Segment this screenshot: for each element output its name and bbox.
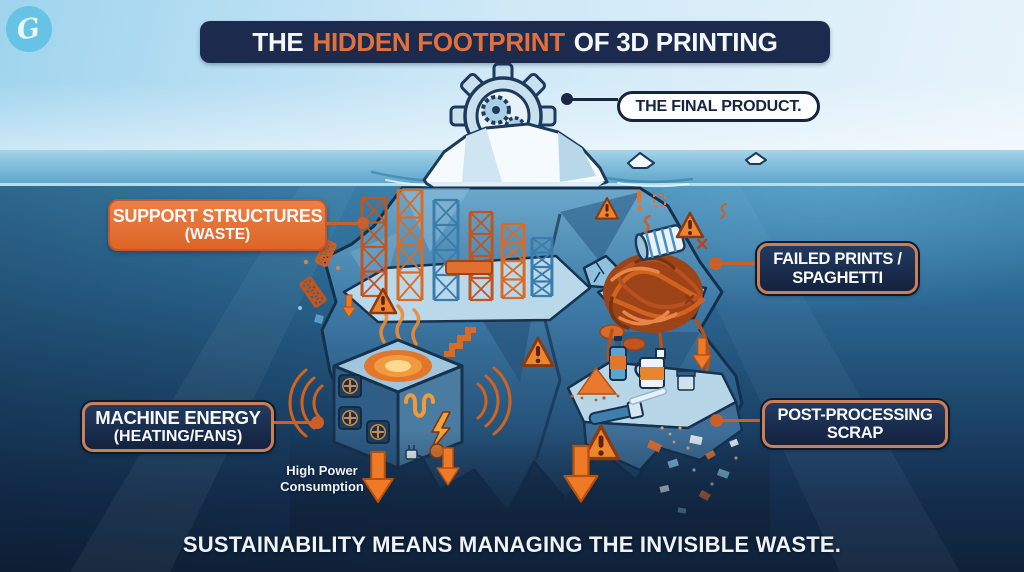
- support-structures-connector-line: [327, 222, 363, 225]
- failed-prints-connector-line: [716, 262, 757, 265]
- logo: G: [6, 6, 52, 52]
- machine-energy-connector-line: [274, 421, 318, 424]
- footer-caption: SUSTAINABILITY MEANS MANAGING THE INVISI…: [182, 532, 842, 557]
- failed-prints-line2: SPAGHETTI: [792, 268, 883, 287]
- post-processing-label: POST-PROCESSING SCRAP: [762, 400, 948, 448]
- machine-energy-line1: MACHINE ENERGY: [95, 406, 261, 428]
- final-product-connector-dot: [561, 93, 573, 105]
- title-banner: THE HIDDEN FOOTPRINT OF 3D PRINTING: [200, 21, 830, 63]
- high-power-line1: High Power: [286, 463, 358, 478]
- title-highlight: HIDDEN FOOTPRINT: [312, 26, 565, 57]
- failed-prints-label: FAILED PRINTS / SPAGHETTI: [757, 243, 918, 294]
- post-processing-line2: SCRAP: [826, 424, 884, 442]
- failed-prints-line1: FAILED PRINTS /: [773, 250, 902, 269]
- high-power-annotation: High Power Consumption: [276, 463, 368, 494]
- machine-energy-connector-dot: [311, 416, 324, 429]
- support-structures-line2: (WASTE): [184, 226, 251, 244]
- support-structures-line1: SUPPORT STRUCTURES: [112, 206, 323, 227]
- post-processing-line1: POST-PROCESSING: [777, 405, 933, 424]
- final-product-text: THE FINAL PRODUCT.: [635, 97, 802, 115]
- machine-energy-label: MACHINE ENERGY (HEATING/FANS): [82, 402, 274, 452]
- logo-glyph: G: [15, 12, 43, 46]
- support-structures-label: SUPPORT STRUCTURES (WASTE): [108, 199, 327, 251]
- title-post: OF 3D PRINTING: [573, 26, 778, 57]
- high-power-line2: Consumption: [280, 478, 364, 494]
- final-product-connector-line: [570, 98, 618, 101]
- machine-energy-line2: (HEATING/FANS): [113, 428, 243, 446]
- support-structures-connector-dot: [357, 217, 369, 229]
- failed-prints-connector-dot: [709, 257, 722, 270]
- water-surface-band: [0, 150, 1024, 186]
- post-processing-connector-line: [718, 419, 762, 422]
- post-processing-connector-dot: [710, 414, 723, 427]
- final-product-label: THE FINAL PRODUCT.: [617, 91, 820, 122]
- title-pre: THE: [252, 26, 304, 57]
